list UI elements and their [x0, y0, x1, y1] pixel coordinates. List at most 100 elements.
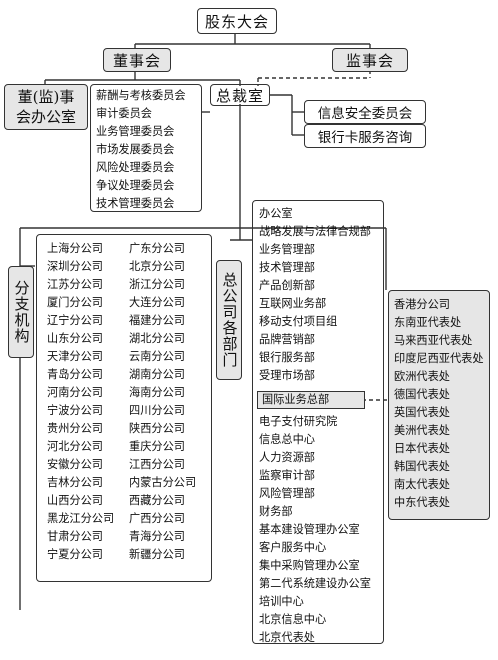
president-office-box: 总裁室: [210, 84, 270, 106]
branch-item: 青岛分公司: [47, 368, 103, 381]
overseas-office-item: 欧洲代表处: [394, 370, 450, 383]
branch-item: 江苏分公司: [47, 278, 103, 291]
overseas-office-item: 英国代表处: [394, 406, 450, 419]
shareholders-meeting-box: 股东大会: [197, 8, 277, 34]
branches-label: 分支机构: [12, 280, 31, 344]
branch-item: 四川分公司: [129, 404, 185, 417]
branch-item: 河北分公司: [47, 440, 103, 453]
department-item: 业务管理部: [259, 243, 315, 256]
branch-item: 辽宁分公司: [47, 314, 103, 327]
branch-item: 河南分公司: [47, 386, 103, 399]
hq-label-box: 总公司各部门: [216, 260, 242, 380]
branch-item: 浙江分公司: [129, 278, 185, 291]
branch-item: 天津分公司: [47, 350, 103, 363]
committee-item: 审计委员会: [96, 107, 152, 120]
card-consult-box: 银行卡服务咨询: [304, 124, 426, 148]
branch-item: 新疆分公司: [129, 548, 185, 561]
department-item: 互联网业务部: [259, 297, 327, 310]
branch-item: 陕西分公司: [129, 422, 185, 435]
branch-item: 北京分公司: [129, 260, 185, 273]
department-item: 客户服务中心: [259, 541, 327, 554]
branch-item: 上海分公司: [47, 242, 103, 255]
branch-item: 吉林分公司: [47, 476, 103, 489]
branch-item: 大连分公司: [129, 296, 185, 309]
board-office-label: 董(监)事会办公室: [15, 88, 76, 126]
overseas-office-item: 德国代表处: [394, 388, 450, 401]
department-item: 办公室: [259, 207, 293, 220]
department-item: 监察审计部: [259, 469, 315, 482]
committees-list: 薪酬与考核委员会审计委员会业务管理委员会市场发展委员会风险处理委员会争议处理委员…: [96, 88, 186, 214]
branches-left-list: 上海分公司深圳分公司江苏分公司厦门分公司辽宁分公司山东分公司天津分公司青岛分公司…: [47, 240, 114, 564]
committee-item: 业务管理委员会: [96, 125, 175, 138]
branch-item: 青海分公司: [129, 530, 185, 543]
overseas-offices-box: 香港分公司东南亚代表处马来西亚代表处印度尼西亚代表处欧洲代表处德国代表处英国代表…: [388, 290, 490, 520]
branches-right-list: 广东分公司北京分公司浙江分公司大连分公司福建分公司湖北分公司云南分公司湖南分公司…: [129, 240, 196, 564]
department-item: 受理市场部: [259, 369, 315, 382]
overseas-office-item: 中东代表处: [394, 496, 450, 509]
department-item: 培训中心: [259, 595, 304, 608]
branch-item: 西藏分公司: [129, 494, 185, 507]
info-security-committee-box: 信息安全委员会: [304, 100, 426, 124]
branch-item: 湖北分公司: [129, 332, 185, 345]
department-item: 北京信息中心: [259, 613, 327, 626]
supervisory-board-box: 监事会: [332, 48, 408, 72]
department-item: 银行服务部: [259, 351, 315, 364]
branch-item: 广东分公司: [129, 242, 185, 255]
department-item: 第二代系统建设办公室: [259, 577, 371, 590]
department-item: 财务部: [259, 505, 293, 518]
branch-item: 甘肃分公司: [47, 530, 103, 543]
committees-box: 薪酬与考核委员会审计委员会业务管理委员会市场发展委员会风险处理委员会争议处理委员…: [90, 84, 202, 212]
department-item: 移动支付项目组: [259, 315, 338, 328]
department-item: 集中采购管理办公室: [259, 559, 360, 572]
branch-item: 海南分公司: [129, 386, 185, 399]
departments-top-list: 办公室战略发展与法律合规部业务管理部技术管理部产品创新部互联网业务部移动支付项目…: [259, 205, 371, 385]
branches-label-box: 分支机构: [8, 266, 34, 358]
branch-item: 广西分公司: [129, 512, 185, 525]
overseas-office-item: 印度尼西亚代表处: [394, 352, 484, 365]
department-item: 品牌营销部: [259, 333, 315, 346]
branch-item: 宁波分公司: [47, 404, 103, 417]
department-item: 产品创新部: [259, 279, 315, 292]
overseas-office-item: 韩国代表处: [394, 460, 450, 473]
branch-item: 贵州分公司: [47, 422, 103, 435]
hq-label: 总公司各部门: [220, 272, 239, 368]
committee-item: 争议处理委员会: [96, 179, 175, 192]
overseas-office-item: 日本代表处: [394, 442, 450, 455]
branch-item: 云南分公司: [129, 350, 185, 363]
branch-item: 山东分公司: [47, 332, 103, 345]
intl-business-dept: 国际业务总部: [257, 391, 365, 409]
committee-item: 技术管理委员会: [96, 197, 175, 210]
overseas-office-item: 南太代表处: [394, 478, 450, 491]
branches-box: 上海分公司深圳分公司江苏分公司厦门分公司辽宁分公司山东分公司天津分公司青岛分公司…: [36, 234, 212, 582]
department-item: 北京代表处: [259, 631, 315, 644]
committee-item: 风险处理委员会: [96, 161, 175, 174]
board-of-directors-box: 董事会: [103, 48, 171, 72]
department-item: 战略发展与法律合规部: [259, 225, 371, 238]
branch-item: 黑龙江分公司: [47, 512, 115, 525]
branch-item: 宁夏分公司: [47, 548, 103, 561]
department-item: 风险管理部: [259, 487, 315, 500]
department-item: 信息总中心: [259, 433, 315, 446]
overseas-office-item: 东南亚代表处: [394, 316, 462, 329]
departments-bottom-list: 电子支付研究院信息总中心人力资源部监察审计部风险管理部财务部基本建设管理办公室客…: [259, 413, 371, 647]
overseas-office-item: 香港分公司: [394, 298, 450, 311]
board-office-box: 董(监)事会办公室: [4, 84, 88, 130]
branch-item: 内蒙古分公司: [129, 476, 197, 489]
overseas-list: 香港分公司东南亚代表处马来西亚代表处印度尼西亚代表处欧洲代表处德国代表处英国代表…: [394, 296, 484, 512]
branch-item: 江西分公司: [129, 458, 185, 471]
branch-item: 深圳分公司: [47, 260, 103, 273]
overseas-office-item: 美洲代表处: [394, 424, 450, 437]
branch-item: 湖南分公司: [129, 368, 185, 381]
departments-box: 办公室战略发展与法律合规部业务管理部技术管理部产品创新部互联网业务部移动支付项目…: [252, 200, 384, 644]
department-item: 技术管理部: [259, 261, 315, 274]
committee-item: 市场发展委员会: [96, 143, 175, 156]
department-item: 电子支付研究院: [259, 415, 338, 428]
branch-item: 厦门分公司: [47, 296, 103, 309]
branch-item: 山西分公司: [47, 494, 103, 507]
branch-item: 重庆分公司: [129, 440, 185, 453]
overseas-office-item: 马来西亚代表处: [394, 334, 473, 347]
department-item: 人力资源部: [259, 451, 315, 464]
department-item: 基本建设管理办公室: [259, 523, 360, 536]
branch-item: 福建分公司: [129, 314, 185, 327]
